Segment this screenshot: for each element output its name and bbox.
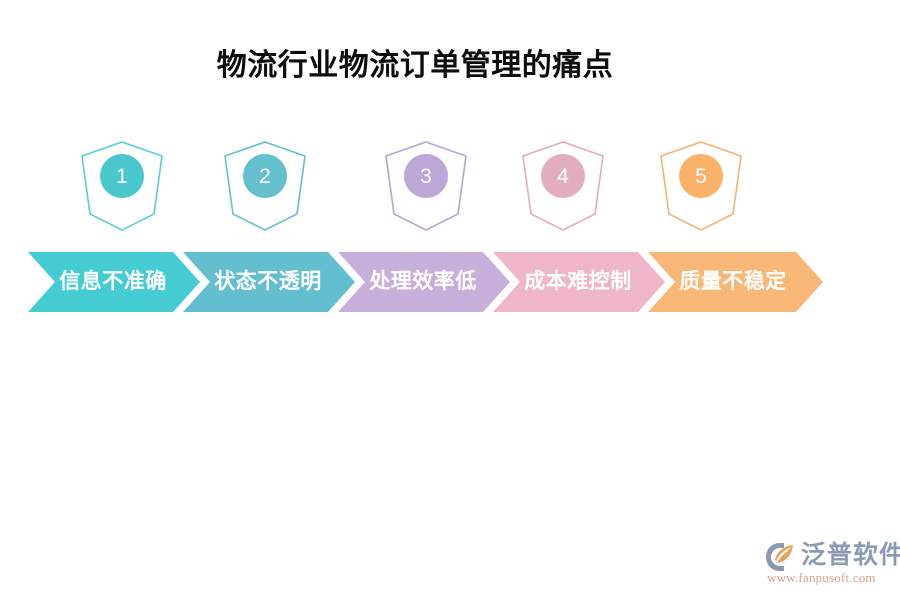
pentagon-number-row: 1 2 3 4 bbox=[0, 140, 900, 232]
pentagon-item-1[interactable]: 1 bbox=[80, 140, 164, 232]
arrow-segment-3[interactable] bbox=[338, 252, 510, 312]
arrow-label-3: 处理效率低 bbox=[369, 270, 477, 293]
pentagon-badge-4: 4 bbox=[541, 154, 585, 198]
pentagon-number-3: 3 bbox=[420, 164, 432, 188]
arrow-segment-2[interactable] bbox=[183, 252, 355, 312]
arrow-label-4: 成本难控制 bbox=[524, 270, 632, 293]
pentagon-item-4[interactable]: 4 bbox=[521, 140, 605, 232]
page-title: 物流行业物流订单管理的痛点 bbox=[216, 49, 614, 82]
pentagon-badge-3: 3 bbox=[404, 154, 448, 198]
arrow-banner: 信息不准确 状态不透明 处理效率低 成本难控制 质量不稳定 bbox=[28, 252, 823, 312]
arrow-segment-4[interactable] bbox=[493, 252, 665, 312]
pentagon-number-1: 1 bbox=[116, 164, 128, 188]
pentagon-badge-2: 2 bbox=[243, 154, 287, 198]
pentagon-badge-1: 1 bbox=[100, 154, 144, 198]
pentagon-number-4: 4 bbox=[557, 164, 569, 188]
logo: 泛普软件 www.fanpusoft.com bbox=[765, 540, 900, 588]
pentagon-item-2[interactable]: 2 bbox=[223, 140, 307, 232]
pentagon-number-2: 2 bbox=[259, 164, 271, 188]
logo-wordmark: 泛普软件 bbox=[801, 541, 900, 569]
arrow-label-1: 信息不准确 bbox=[59, 270, 167, 293]
pentagon-item-3[interactable]: 3 bbox=[384, 140, 468, 232]
arrow-label-5: 质量不稳定 bbox=[679, 270, 787, 293]
pentagon-badge-5: 5 bbox=[679, 154, 723, 198]
arrow-segment-5[interactable] bbox=[648, 252, 823, 312]
logo-url: www.fanpusoft.com bbox=[767, 570, 876, 585]
pentagon-number-5: 5 bbox=[695, 164, 707, 188]
pentagon-item-5[interactable]: 5 bbox=[659, 140, 743, 232]
fanpu-logo-mark-icon bbox=[766, 543, 793, 571]
arrow-segment-1[interactable] bbox=[28, 252, 200, 312]
arrow-label-2: 状态不透明 bbox=[214, 270, 322, 293]
